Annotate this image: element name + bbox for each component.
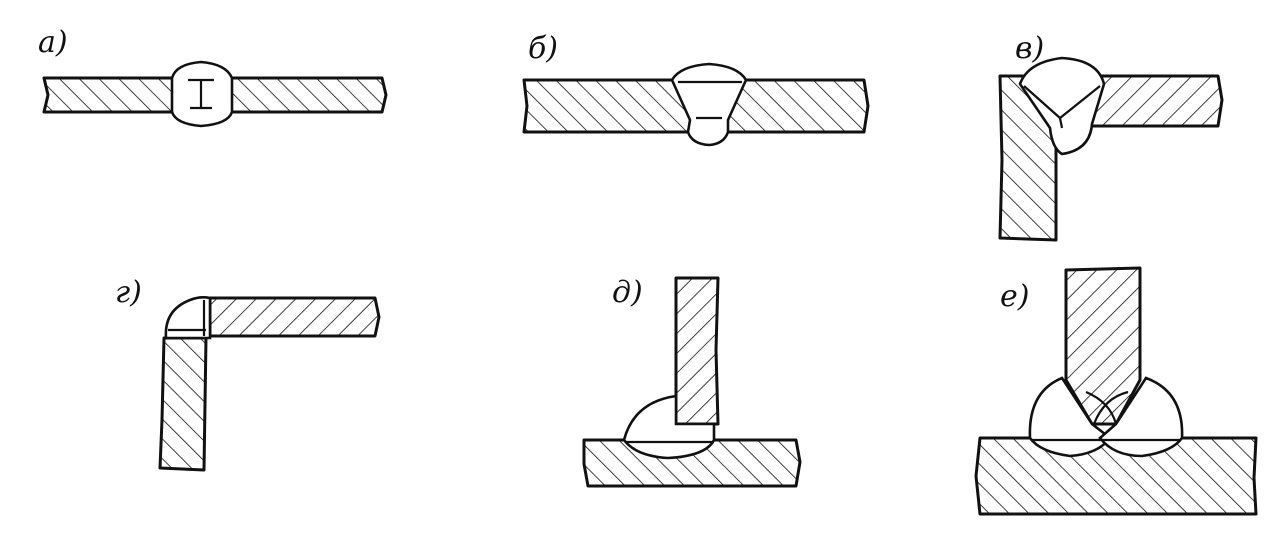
panel-v-label: в)	[1015, 31, 1044, 66]
panel-e: е)	[974, 266, 1258, 516]
weld-root	[1023, 85, 1101, 129]
panel-g: г)	[115, 275, 381, 472]
base-plate	[974, 436, 1258, 516]
weld-bead	[164, 296, 212, 340]
horizontal-plate	[208, 296, 381, 338]
weld-root	[678, 80, 742, 120]
weld-left-bead	[1028, 376, 1112, 458]
panel-b-label: б)	[528, 31, 558, 66]
plate-left	[42, 76, 194, 114]
panel-g-label: г)	[115, 275, 142, 310]
panel-d-label: д)	[612, 275, 643, 310]
panel-b: б)	[522, 31, 870, 147]
panel-d: д)	[582, 275, 802, 488]
panel-a-label: а)	[38, 25, 68, 60]
plate-left	[522, 78, 702, 134]
weld-bead	[670, 62, 748, 147]
vertical-plate	[674, 276, 720, 426]
weld-root	[1032, 390, 1180, 442]
vertical-plate	[158, 336, 208, 472]
weld-bead	[1018, 56, 1106, 156]
plate-right	[208, 76, 388, 114]
panel-e-label: е)	[1000, 279, 1029, 314]
weld-right-bead	[1098, 376, 1184, 458]
panel-a: а)	[38, 25, 388, 128]
panel-v: в)	[998, 31, 1224, 242]
weld-root	[188, 78, 214, 110]
weld-root	[168, 300, 206, 336]
